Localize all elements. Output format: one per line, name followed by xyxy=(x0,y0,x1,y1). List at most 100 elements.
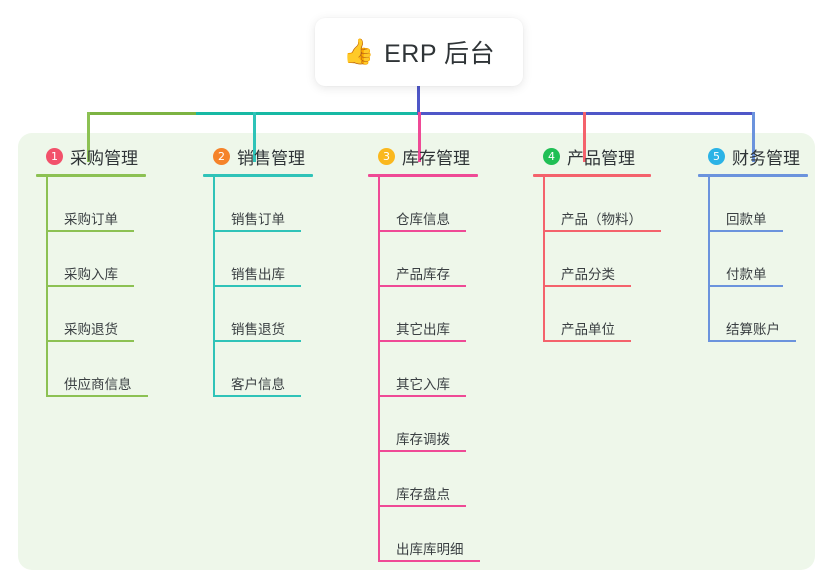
thumbs-up-icon: 👍 xyxy=(342,37,375,66)
branch-item-rule xyxy=(543,340,631,342)
branch-header-rule xyxy=(368,174,478,177)
drop-line-branch-2 xyxy=(253,112,256,162)
branch-header-rule xyxy=(698,174,808,177)
branch-item[interactable]: 出库库明细 xyxy=(378,507,518,562)
drop-line-branch-3 xyxy=(418,112,421,162)
branch-item-rule xyxy=(378,340,466,342)
branch-items: 仓库信息产品库存其它出库其它入库库存调拨库存盘点出库库明细 xyxy=(378,177,518,562)
branch-item[interactable]: 采购退货 xyxy=(46,287,186,342)
branch-items: 产品（物料） 产品分类产品单位 xyxy=(543,177,683,342)
branch-item[interactable]: 其它入库 xyxy=(378,342,518,397)
branch-items: 采购订单采购入库采购退货供应商信息 xyxy=(46,177,186,397)
branch-trunk-line xyxy=(213,177,215,397)
branch-item[interactable]: 产品单位 xyxy=(543,287,683,342)
branch-item[interactable]: 产品（物料） xyxy=(543,177,683,232)
branch-item-label: 产品库存 xyxy=(396,267,450,283)
branch-header[interactable]: 4 产品管理 xyxy=(533,144,683,168)
root-node[interactable]: 👍 ERP 后台 xyxy=(315,18,523,86)
branch-item-rule xyxy=(708,285,783,287)
branch-item[interactable]: 其它出库 xyxy=(378,287,518,342)
branch-item-rule xyxy=(213,285,301,287)
branch-item[interactable]: 库存盘点 xyxy=(378,452,518,507)
branch-number-badge: 3 xyxy=(378,147,395,165)
branch-item[interactable]: 产品分类 xyxy=(543,232,683,287)
root-drop-line xyxy=(417,86,420,113)
branch-item-rule xyxy=(46,230,134,232)
branch-trunk-line xyxy=(543,177,545,342)
branch-item-rule xyxy=(378,285,466,287)
branch-item[interactable]: 采购入库 xyxy=(46,232,186,287)
branch-item-label: 仓库信息 xyxy=(396,212,450,228)
branch-item-rule xyxy=(46,285,134,287)
branch-item-label: 采购订单 xyxy=(64,212,118,228)
branch-item[interactable]: 付款单 xyxy=(708,232,839,287)
branch-item[interactable]: 产品库存 xyxy=(378,232,518,287)
branch-item-label: 库存盘点 xyxy=(396,487,450,503)
branch-item-rule xyxy=(378,395,466,397)
branch-column: 4 产品管理产品（物料） 产品分类产品单位 xyxy=(533,144,683,342)
branch-item-label: 库存调拨 xyxy=(396,432,450,448)
content-panel xyxy=(18,133,815,570)
branch-header-rule xyxy=(203,174,313,177)
root-node-label: ERP 后台 xyxy=(384,40,496,68)
branch-item[interactable]: 库存调拨 xyxy=(378,397,518,452)
branch-item-label: 其它入库 xyxy=(396,377,450,393)
branch-item-rule xyxy=(46,395,148,397)
branch-item[interactable]: 回款单 xyxy=(708,177,839,232)
branch-item-label: 产品分类 xyxy=(561,267,615,283)
branch-items: 回款单付款单结算账户 xyxy=(708,177,839,342)
branch-item[interactable]: 销售退货 xyxy=(213,287,353,342)
branch-header-rule xyxy=(533,174,651,177)
drop-line-branch-5 xyxy=(752,112,755,162)
branch-title: 库存管理 xyxy=(402,148,470,168)
branch-number-badge: 2 xyxy=(213,147,230,165)
branch-item-label: 产品（物料） xyxy=(561,212,642,228)
branch-item-label: 其它出库 xyxy=(396,322,450,338)
branch-trunk-line xyxy=(378,177,380,562)
branch-item-label: 出库库明细 xyxy=(396,542,464,558)
bus-segment-left xyxy=(87,112,198,115)
branch-item-rule xyxy=(378,560,480,562)
branch-item[interactable]: 销售订单 xyxy=(213,177,353,232)
branch-column: 3 库存管理仓库信息产品库存其它出库其它入库库存调拨库存盘点出库库明细 xyxy=(368,144,518,562)
branch-item-label: 结算账户 xyxy=(726,322,780,338)
branch-item-label: 付款单 xyxy=(726,267,767,283)
branch-item-rule xyxy=(708,230,783,232)
branch-title: 产品管理 xyxy=(567,148,635,168)
branch-item-label: 销售出库 xyxy=(231,267,285,283)
branch-item-rule xyxy=(46,340,134,342)
branch-item-rule xyxy=(378,505,466,507)
branch-item-rule xyxy=(213,395,301,397)
branch-item[interactable]: 结算账户 xyxy=(708,287,839,342)
branch-item[interactable]: 采购订单 xyxy=(46,177,186,232)
branch-item[interactable]: 供应商信息 xyxy=(46,342,186,397)
branch-item[interactable]: 销售出库 xyxy=(213,232,353,287)
branch-title: 销售管理 xyxy=(237,148,305,168)
branch-column: 1 采购管理采购订单采购入库采购退货供应商信息 xyxy=(36,144,186,397)
branch-trunk-line xyxy=(46,177,48,397)
branch-item-rule xyxy=(378,450,466,452)
branch-title: 采购管理 xyxy=(70,148,138,168)
branch-column: 2 销售管理销售订单销售出库销售退货客户信息 xyxy=(203,144,353,397)
branch-item[interactable]: 仓库信息 xyxy=(378,177,518,232)
branch-item-label: 客户信息 xyxy=(231,377,285,393)
branch-header[interactable]: 2 销售管理 xyxy=(203,144,353,168)
branch-item[interactable]: 客户信息 xyxy=(213,342,353,397)
branch-number-badge: 1 xyxy=(46,147,63,165)
branch-item-label: 销售订单 xyxy=(231,212,285,228)
branch-number-badge: 5 xyxy=(708,147,725,165)
branch-item-label: 销售退货 xyxy=(231,322,285,338)
branch-header[interactable]: 3 库存管理 xyxy=(368,144,518,168)
branch-item-rule xyxy=(213,340,301,342)
branch-item-rule xyxy=(543,230,661,232)
branch-item-label: 采购入库 xyxy=(64,267,118,283)
branch-item-label: 采购退货 xyxy=(64,322,118,338)
branch-item-rule xyxy=(708,340,796,342)
branch-number-badge: 4 xyxy=(543,147,560,165)
branch-header-rule xyxy=(36,174,146,177)
bus-segment-mid xyxy=(196,112,419,115)
branch-header[interactable]: 1 采购管理 xyxy=(36,144,186,168)
